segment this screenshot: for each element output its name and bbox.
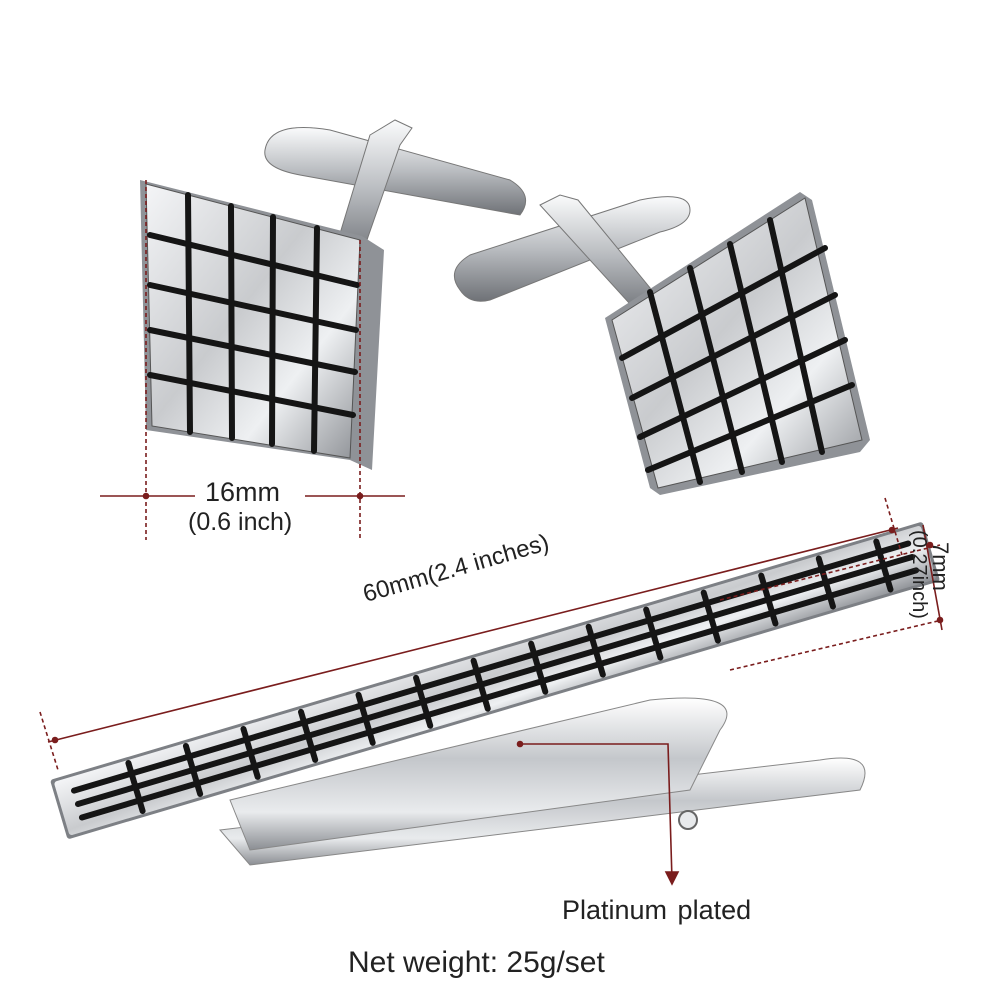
tie-clip-height-label: 7mm xyxy=(928,542,953,591)
cufflink-right xyxy=(453,192,870,495)
net-weight-label: Net weight: 25g/set xyxy=(348,946,605,979)
material-label: Platinum plated xyxy=(562,895,752,925)
tie-clip-height-inch-label: (0.27inch) xyxy=(908,530,930,619)
cufflink-left xyxy=(140,119,527,470)
cufflink-width-inch-label: (0.6 inch) xyxy=(188,508,293,536)
tie-clip xyxy=(50,522,940,866)
cufflink-width-label: 16mm xyxy=(205,477,281,507)
dimension-lines xyxy=(39,180,944,886)
